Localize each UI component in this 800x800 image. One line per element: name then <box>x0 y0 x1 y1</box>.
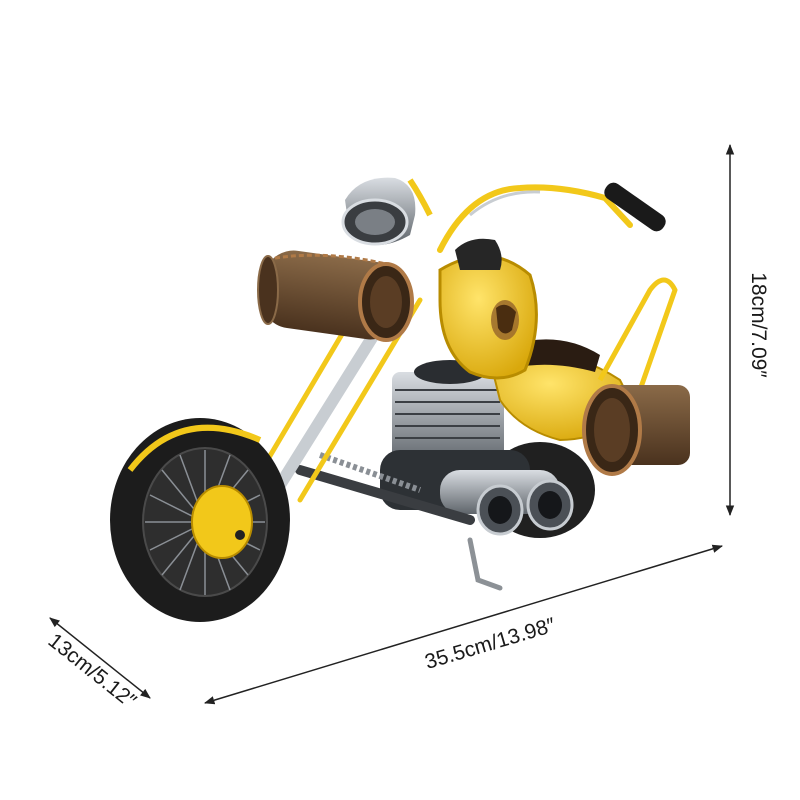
exhaust-pipes <box>440 470 574 536</box>
headlight <box>341 177 416 246</box>
front-hub <box>191 485 253 559</box>
dimension-width: 13cm/5.12″ <box>44 617 151 713</box>
sissy-bar <box>597 277 678 391</box>
right-grip <box>604 182 666 232</box>
handlebars <box>407 178 666 253</box>
length-label: 35.5cm/13.98″ <box>422 613 558 673</box>
front-tool-roll <box>257 250 414 342</box>
rear-saddlebag <box>582 384 690 476</box>
chassis-bar <box>295 465 475 525</box>
front-wheel <box>110 418 290 622</box>
front-fender <box>127 424 262 472</box>
dimension-height: 18cm/7.09″ <box>725 143 770 517</box>
kickstand <box>467 537 503 591</box>
dimension-length: 35.5cm/13.98″ <box>203 544 724 705</box>
fuel-tank <box>438 238 538 380</box>
width-label: 13cm/5.12″ <box>44 629 141 713</box>
height-label: 18cm/7.09″ <box>747 272 770 378</box>
motorcycle-model <box>110 177 690 622</box>
